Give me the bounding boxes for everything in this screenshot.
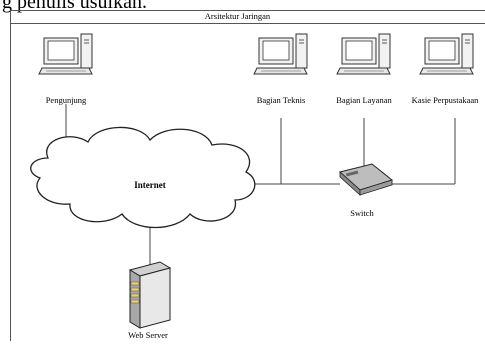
node-label-pengunjung: Pengunjung bbox=[45, 95, 87, 105]
diagram-frame bbox=[10, 10, 485, 341]
node-label-switch: Switch bbox=[350, 208, 374, 218]
desktop-computer-icon bbox=[38, 33, 93, 75]
cut-off-caption-text: g penulis usulkan. bbox=[2, 0, 147, 13]
server-tower-icon bbox=[128, 261, 172, 329]
diagram-title: Arsitektur Jaringan bbox=[204, 11, 271, 21]
diagram-title-bar bbox=[10, 10, 485, 24]
desktop-computer-icon bbox=[253, 33, 308, 75]
desktop-computer-icon bbox=[336, 33, 391, 75]
desktop-computer-icon bbox=[419, 33, 474, 75]
connection-lines bbox=[65, 104, 456, 270]
node-label-kasie-perpustakaan: Kasie Perpustakaan bbox=[411, 95, 479, 105]
node-label-internet: Internet bbox=[134, 180, 166, 190]
node-label-bagian-layanan: Bagian Layanan bbox=[336, 95, 392, 105]
network-switch-icon bbox=[338, 163, 394, 196]
node-label-bagian-teknis: Bagian Teknis bbox=[256, 95, 306, 105]
cloud-icon bbox=[30, 126, 256, 229]
node-label-web-server: Web Server bbox=[128, 330, 168, 340]
